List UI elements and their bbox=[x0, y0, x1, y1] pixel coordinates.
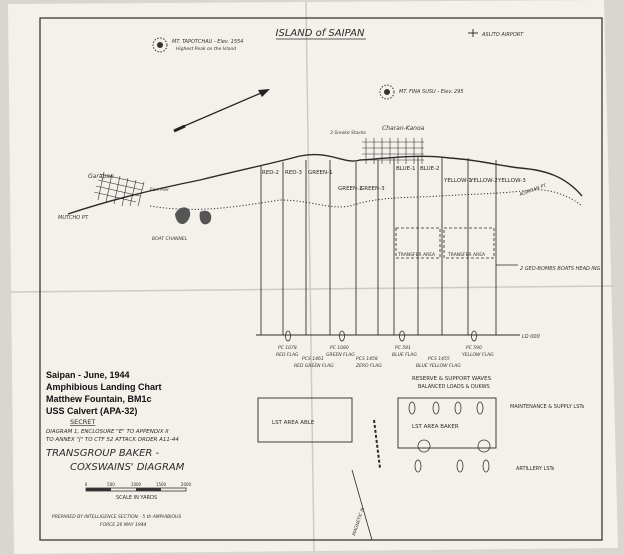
transfer-area-1 bbox=[395, 227, 441, 259]
beach-label: RED-2 bbox=[262, 170, 279, 176]
blue-yellow-flag-label: BLUE YELLOW FLAG bbox=[416, 363, 461, 369]
diagram-title-2: COXSWAINS' DIAGRAM bbox=[70, 462, 185, 473]
tapotchau-label: MT. TAPOTCHAU - Elev. 1554 bbox=[172, 39, 243, 45]
prepared-line-1: PREPARED BY INTELLIGENCE SECTION - 5 th … bbox=[52, 514, 181, 520]
pc590-label: PC 590 bbox=[466, 345, 482, 351]
reserve-label: RESERVE & SUPPORT WAVES bbox=[412, 376, 492, 382]
beach-label: BLUE-1 bbox=[396, 166, 416, 172]
zero-flag-label: ZERO FLAG bbox=[355, 363, 382, 369]
aslito-airport-icon bbox=[468, 29, 478, 37]
note-line-2: TO ANNEX "J" TO CTF 52 ATTACK ORDER A11-… bbox=[46, 437, 179, 443]
caption-line-4: USS Calvert (APA-32) bbox=[46, 406, 137, 416]
map-title: ISLAND of SAIPAN bbox=[276, 28, 365, 39]
mutcho-label: MUTCHO PT. bbox=[58, 215, 89, 221]
note-line-1: DIAGRAM 1, ENCLOSURE "E" TO APPENDIX II bbox=[46, 429, 169, 435]
lst-area-baker-label: LST AREA BAKER bbox=[412, 424, 459, 430]
caption-line-3: Matthew Fountain, BM1c bbox=[46, 394, 152, 404]
scale-bar bbox=[85, 487, 187, 492]
charan-kanoa-grid bbox=[362, 138, 424, 164]
paper-sheet bbox=[8, 0, 618, 554]
pcs1458-label: PCS 1458 bbox=[356, 356, 378, 362]
chart-border bbox=[39, 17, 603, 541]
smoke-stacks-label: 3 Smoke Stacks bbox=[330, 130, 367, 136]
lod-label: LD 000 bbox=[522, 334, 540, 340]
charan-kanoa-label: Charan-Kanoa bbox=[382, 125, 425, 132]
maintenance-label: MAINTENANCE & SUPPLY LSTs bbox=[510, 404, 585, 410]
lst-ship-icons bbox=[408, 401, 491, 473]
scale-tick: 2000 bbox=[181, 482, 192, 487]
rendezvous-label: 2 GEO-BOMBS BOATS HEAD ING bbox=[520, 266, 601, 272]
pcs1455-label: PCS 1455 bbox=[428, 356, 450, 362]
island-shape bbox=[175, 207, 191, 225]
beach-label: GREEN-3 bbox=[360, 186, 385, 192]
aslito-label: ASLITO AIRPORT bbox=[481, 32, 524, 38]
red-flag-label: RED FLAG bbox=[276, 352, 299, 358]
pcs1461-label: PCS 1461 bbox=[302, 356, 324, 362]
scale-tick: 0 bbox=[85, 482, 88, 487]
beach-label: GREEN-2 bbox=[338, 186, 363, 192]
caption-line-1: Saipan - June, 1944 bbox=[46, 370, 130, 380]
fina-susu-peak-icon bbox=[379, 84, 395, 100]
fold-line-vertical bbox=[305, 1, 315, 553]
scale-tick: 1500 bbox=[156, 482, 167, 487]
control-boat-icons bbox=[285, 330, 477, 342]
secret-label: SECRET bbox=[70, 418, 95, 426]
beach-label: BLUE-2 bbox=[420, 166, 440, 172]
garapan-grid bbox=[93, 171, 145, 207]
north-arrow-icon bbox=[173, 89, 270, 133]
scale-label: SCALE IN YARDS bbox=[116, 495, 157, 501]
scale-tick: 1000 bbox=[131, 482, 142, 487]
approach-path bbox=[373, 419, 381, 469]
tapotchau-sublabel: Highest Peak on the Island bbox=[176, 46, 236, 52]
beach-label: RED-3 bbox=[285, 170, 303, 176]
pc581-label: PC 581 bbox=[395, 345, 411, 351]
scale-tick: 500 bbox=[107, 482, 115, 487]
beach-label: YELLOW-3 bbox=[497, 178, 526, 184]
transfer-area-2 bbox=[443, 227, 495, 259]
fina-susu-label: MT. FINA SUSU - Elev. 295 bbox=[399, 89, 464, 95]
lst-area-able-label: LST AREA ABLE bbox=[272, 420, 315, 426]
tapotchau-peak-icon bbox=[152, 37, 168, 53]
garapan-label: Garapan bbox=[88, 173, 114, 180]
transfer-area-label: TRANSFER AREA bbox=[447, 252, 486, 258]
transfer-area-label: TRANSFER AREA bbox=[397, 252, 436, 258]
reserve-sublabel: BALANCED LOADS & DUKWS bbox=[418, 384, 490, 390]
diagram-title-1: TRANSGROUP BAKER - bbox=[46, 448, 160, 459]
blue-flag-label: BLUE FLAG bbox=[392, 352, 417, 358]
beach-label: GREEN-1 bbox=[308, 170, 333, 176]
fort-label: Fort Pier bbox=[150, 187, 170, 193]
yellow-flag-label: YELLOW FLAG bbox=[462, 352, 494, 358]
caption-line-2: Amphibious Landing Chart bbox=[46, 382, 162, 392]
beach-boundaries bbox=[260, 157, 497, 335]
coastline bbox=[67, 153, 583, 215]
fold-line-horizontal bbox=[9, 285, 615, 293]
lst-area-baker-box bbox=[397, 397, 497, 449]
red-green-flag-label: RED GREEN FLAG bbox=[294, 363, 334, 369]
prepared-line-2: FORCE 26 MAY 1944 bbox=[100, 522, 147, 528]
pc1080-label: PC 1080 bbox=[330, 345, 349, 351]
beach-label: YELLOW-2 bbox=[469, 178, 498, 184]
green-flag-label: GREEN FLAG bbox=[326, 352, 355, 358]
boat-channel-label: BOAT CHANNEL bbox=[152, 236, 188, 242]
pc1078-label: PC 1078 bbox=[278, 345, 297, 351]
artillery-label: ARTILLERY LSTs bbox=[516, 466, 555, 472]
lst-area-able-box bbox=[257, 397, 353, 443]
beach-label: YELLOW-1 bbox=[443, 178, 472, 184]
